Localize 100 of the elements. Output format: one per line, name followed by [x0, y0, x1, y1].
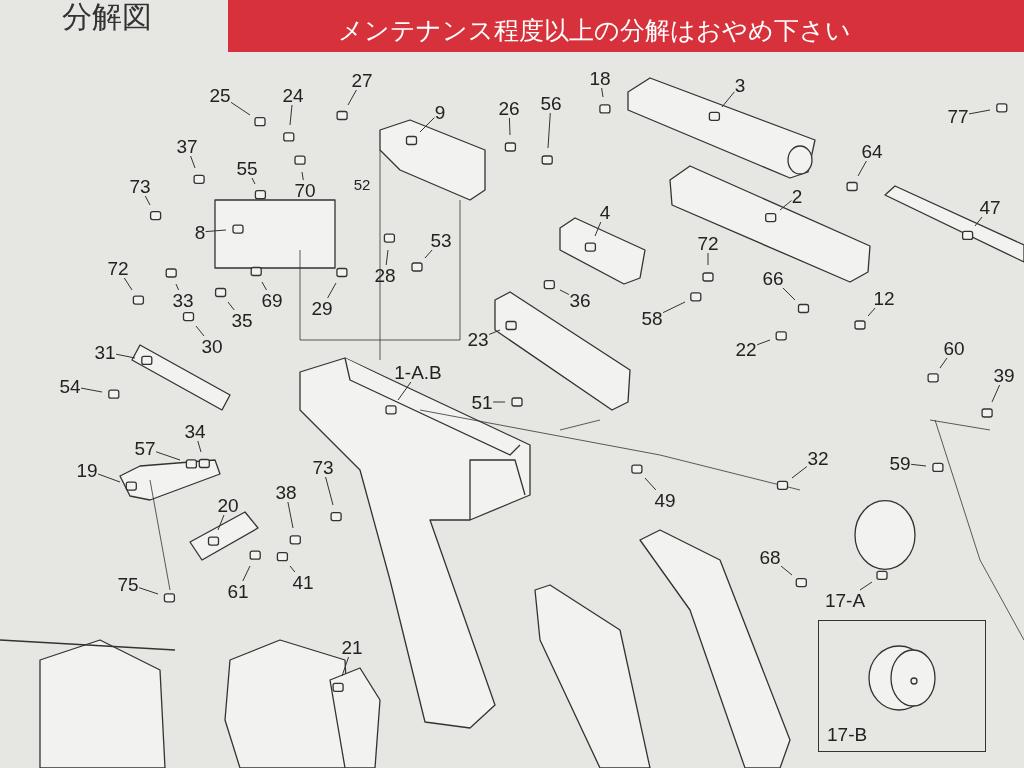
leader-line — [910, 463, 927, 467]
callout-number: 53 — [430, 230, 452, 250]
leader-line — [138, 587, 159, 595]
leader-line — [261, 281, 267, 291]
leader-line — [195, 325, 205, 337]
leader-line — [939, 357, 948, 369]
callout-number: 55 — [236, 158, 258, 178]
leader-line — [780, 565, 793, 576]
callout-number: 19 — [76, 460, 98, 480]
leader-line — [341, 656, 350, 677]
callout-number: 72 — [107, 258, 129, 278]
leader-line — [80, 387, 103, 393]
callout-number: 17-B — [827, 725, 868, 744]
callout-number: 56 — [540, 93, 562, 113]
callout-number: 28 — [374, 265, 396, 285]
leader-line — [97, 473, 121, 483]
inset-panel — [818, 620, 986, 752]
leader-line — [547, 112, 551, 149]
leader-line — [144, 195, 151, 206]
callout-number: 35 — [231, 310, 253, 330]
leader-line — [123, 277, 133, 291]
warning-text: メンテナンス程度以上の分解はおやめ下さい — [338, 15, 851, 47]
callout-number: 25 — [209, 85, 231, 105]
leader-line — [385, 249, 389, 266]
callout-number: 29 — [311, 298, 333, 318]
leader-line — [327, 282, 337, 299]
leader-line — [347, 89, 357, 106]
callout-number: 73 — [129, 176, 151, 196]
leader-line — [251, 177, 256, 185]
callout-number: 68 — [759, 547, 781, 567]
leader-line — [974, 216, 983, 227]
callout-number: 33 — [172, 290, 194, 310]
callout-number: 38 — [275, 482, 297, 502]
leader-line — [424, 249, 433, 259]
callout-number: 66 — [762, 268, 784, 288]
leader-line — [419, 117, 435, 133]
leader-line — [115, 353, 136, 359]
callout-number: 54 — [59, 376, 81, 396]
leader-line — [175, 283, 180, 291]
callout-number: 75 — [117, 574, 139, 594]
callout-number: 51 — [471, 392, 493, 412]
leader-line — [325, 476, 334, 506]
callout-number: 23 — [467, 329, 489, 349]
callout-number: 3 — [734, 75, 746, 95]
leader-line — [991, 384, 1001, 403]
callout-number: 21 — [341, 637, 363, 657]
callout-number: 9 — [434, 102, 446, 122]
leader-line — [242, 565, 251, 582]
callout-number: 52 — [353, 176, 371, 192]
leader-line — [859, 581, 873, 591]
callout-number: 22 — [735, 339, 757, 359]
leader-line — [508, 117, 511, 136]
leader-line — [756, 339, 771, 346]
leader-line — [217, 514, 225, 531]
leader-line — [190, 155, 196, 169]
callout-number: 18 — [589, 68, 611, 88]
leader-line — [397, 381, 412, 401]
callout-number: 59 — [889, 453, 911, 473]
leader-line — [488, 329, 501, 335]
callout-number: 34 — [184, 421, 206, 441]
callout-number: 70 — [294, 180, 316, 200]
leader-line — [968, 109, 991, 115]
callout-number: 58 — [641, 308, 663, 328]
leader-line — [559, 289, 570, 295]
leader-line — [230, 101, 251, 116]
callout-number: 4 — [599, 202, 611, 222]
callout-number: 8 — [194, 222, 206, 242]
callout-number: 26 — [498, 98, 520, 118]
callout-number: 30 — [201, 336, 223, 356]
callout-number: 20 — [217, 495, 239, 515]
leader-line — [301, 171, 304, 181]
leader-line — [594, 221, 602, 237]
leader-line — [779, 200, 792, 211]
leader-line — [721, 91, 735, 108]
leader-line — [644, 477, 657, 491]
leader-line — [857, 160, 867, 177]
callout-number: 12 — [873, 288, 895, 308]
leader-line — [782, 287, 796, 301]
callout-number: 49 — [654, 490, 676, 510]
diagram-title: 分解図 — [62, 2, 152, 32]
callout-number: 2 — [791, 186, 803, 206]
callout-number: 1-A.B — [394, 362, 442, 382]
callout-number: 41 — [292, 572, 314, 592]
leader-line — [205, 229, 227, 233]
leader-line — [289, 104, 293, 126]
callout-number: 73 — [312, 457, 334, 477]
callout-number: 77 — [947, 106, 969, 126]
callout-number: 60 — [943, 338, 965, 358]
callout-number: 61 — [227, 581, 249, 601]
callout-number: 31 — [94, 342, 116, 362]
leader-line — [662, 301, 686, 314]
callout-number: 37 — [176, 136, 198, 156]
callout-number: 32 — [807, 448, 829, 468]
leader-line — [287, 501, 294, 529]
callout-number: 36 — [569, 290, 591, 310]
leader-line — [791, 466, 808, 479]
callout-number: 72 — [697, 233, 719, 253]
callout-number: 24 — [282, 85, 304, 105]
callout-number: 17-A — [824, 590, 866, 610]
leader-line — [707, 252, 709, 266]
